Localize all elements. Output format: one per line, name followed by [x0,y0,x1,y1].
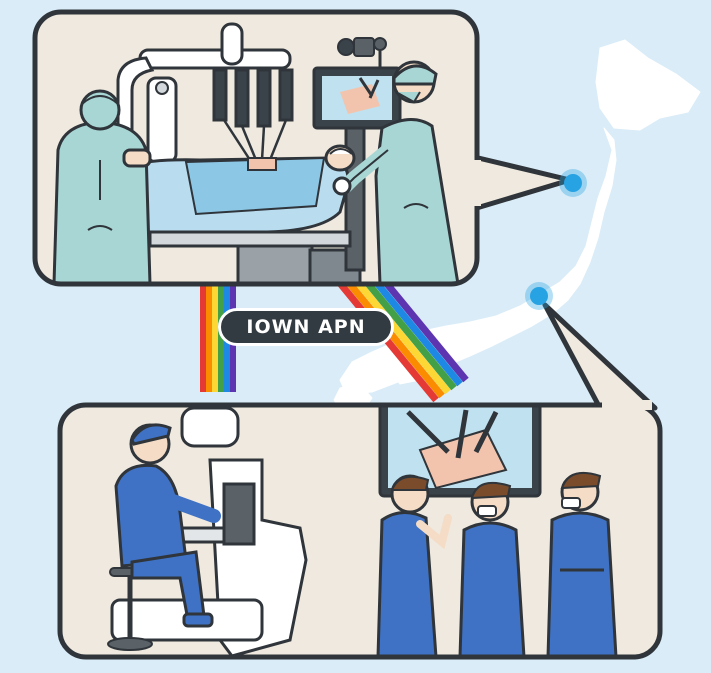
location-pin-icon [559,169,587,197]
remote-surgery-panel [60,396,660,657]
location-pin-icon [525,282,553,310]
iown-apn-label: IOWN APN [218,308,394,346]
operating-room-panel [35,12,477,284]
